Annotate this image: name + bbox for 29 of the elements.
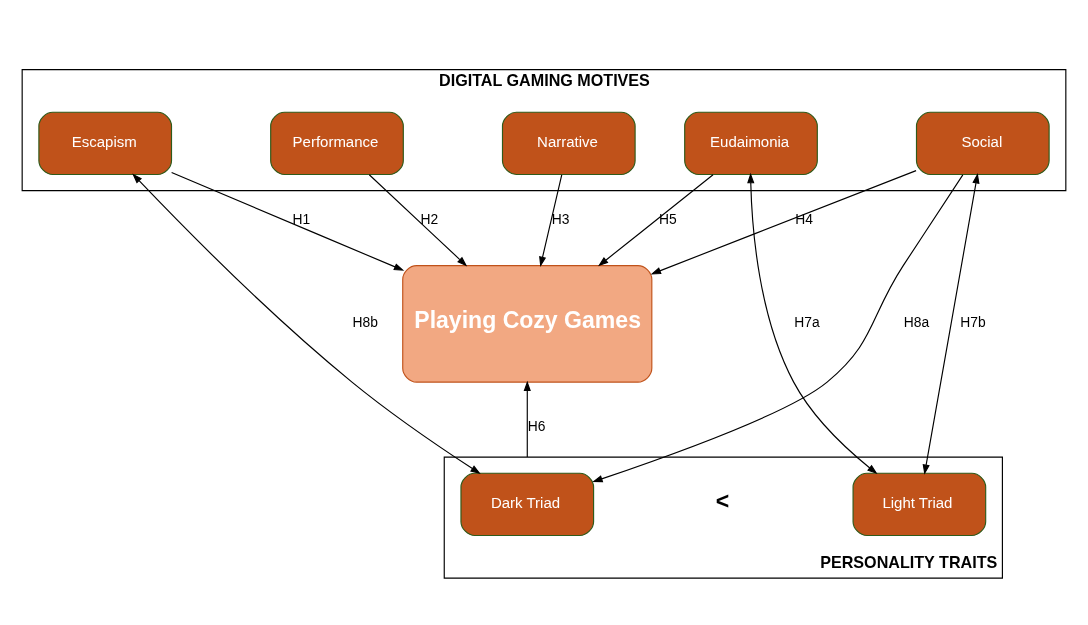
arrow xyxy=(592,174,964,483)
node-box: Eudaimonia xyxy=(684,111,818,176)
arrow xyxy=(650,170,917,275)
node-box: Dark Triad xyxy=(460,472,595,537)
edge-label: H3 xyxy=(551,210,570,227)
arrow xyxy=(539,174,563,267)
arrow xyxy=(598,174,714,267)
edge-label: H6 xyxy=(527,418,546,435)
edge-label: H1 xyxy=(292,210,311,227)
arrow xyxy=(368,174,468,267)
node-box: Playing Cozy Games xyxy=(402,265,653,383)
edge-label: H4 xyxy=(795,210,813,227)
node-box: Light Triad xyxy=(852,472,987,537)
edge-label: H7b xyxy=(960,314,986,331)
arrow xyxy=(132,173,481,474)
arrow xyxy=(747,172,878,475)
edge-label: H2 xyxy=(420,210,439,227)
label: < xyxy=(715,487,730,514)
arrow xyxy=(171,172,405,271)
edge-label: H7a xyxy=(794,314,820,331)
edge-label: H8a xyxy=(903,314,930,331)
edge-label: H5 xyxy=(659,210,677,227)
node-box: Escapism xyxy=(38,111,173,176)
edge-label: H8b xyxy=(352,314,378,331)
arrow xyxy=(922,173,980,475)
arrow xyxy=(523,380,531,458)
node-box: Performance xyxy=(270,111,404,176)
node-box: Social xyxy=(915,111,1050,176)
node-box: Narrative xyxy=(501,111,636,176)
